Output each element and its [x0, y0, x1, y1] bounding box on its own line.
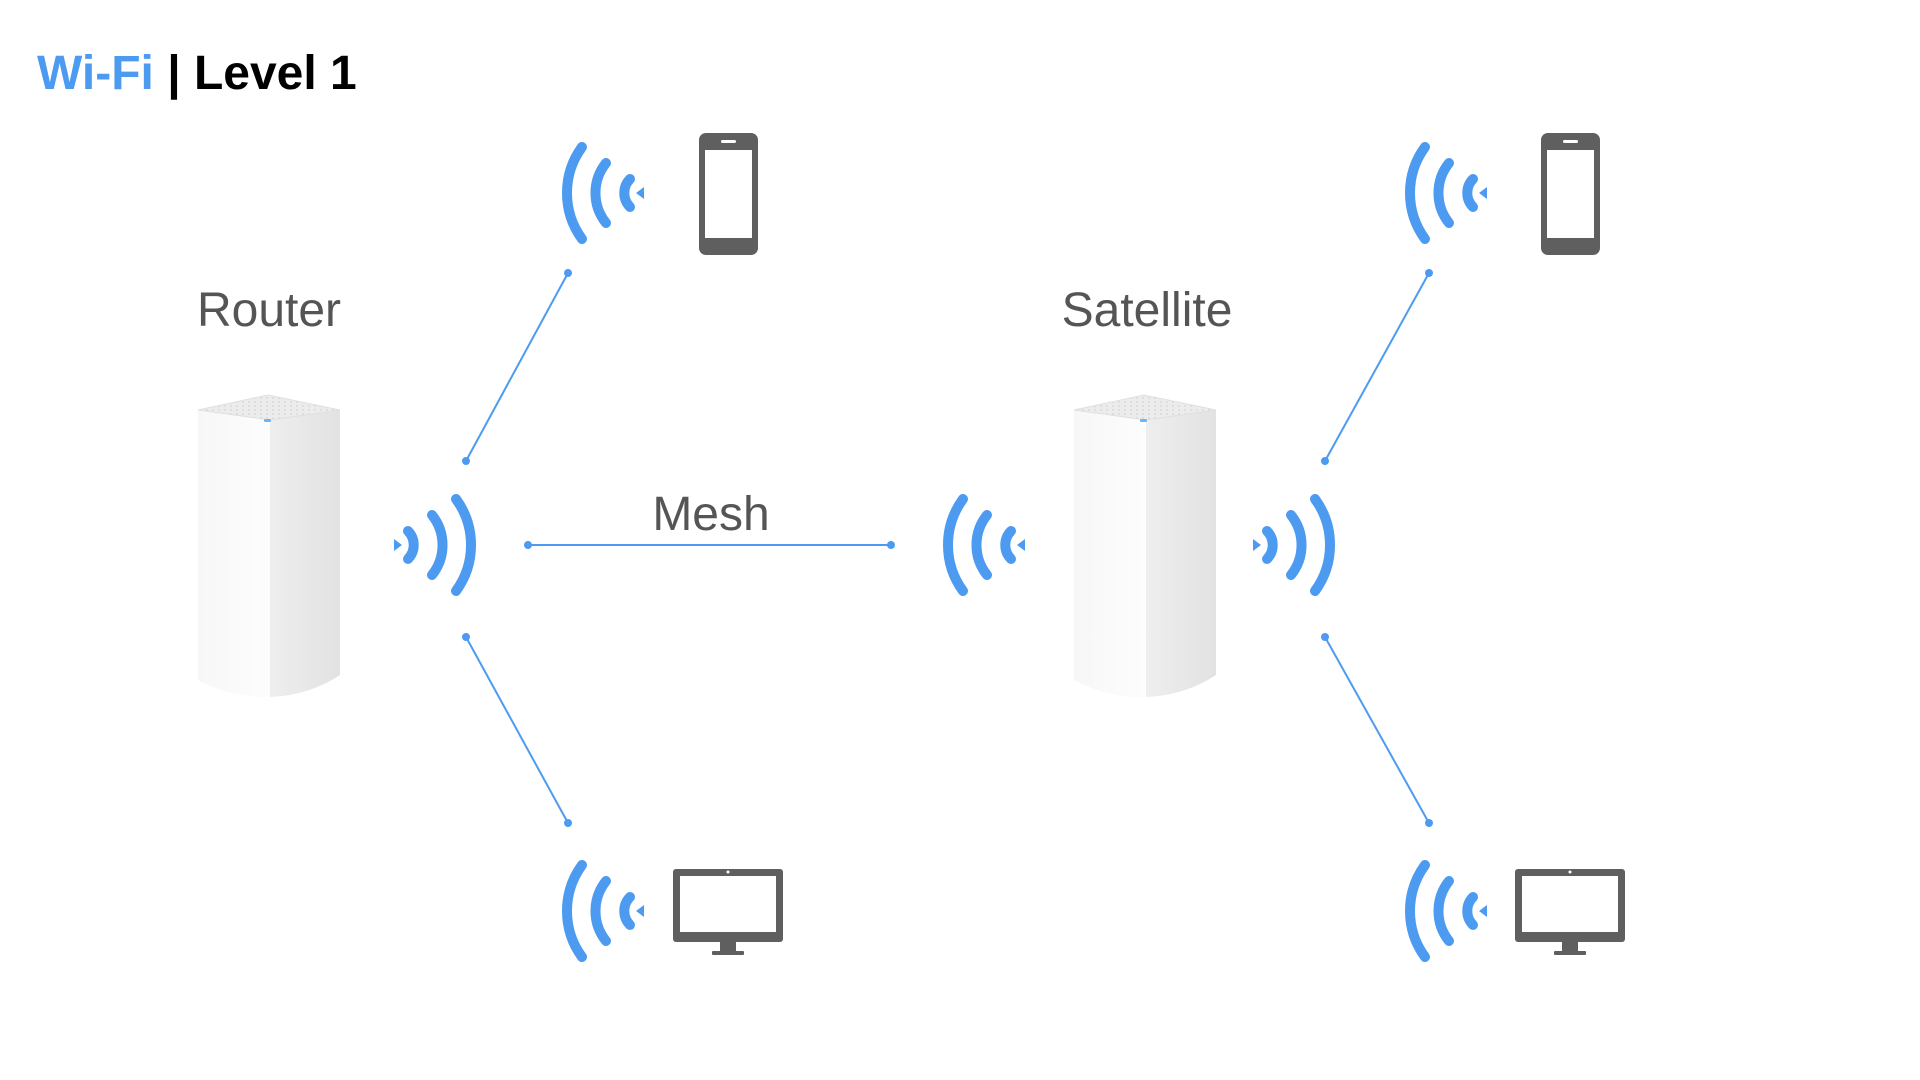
wifi-signal-icon: [1404, 142, 1487, 244]
router-phone-link-end-b: [564, 269, 572, 277]
wifi-signal-icon: [1253, 494, 1336, 596]
satellite-unit-icon: [1073, 394, 1217, 697]
desktop-monitor-icon: [673, 869, 783, 955]
router-phone-link: [465, 272, 569, 462]
wifi-signal-icon: [942, 494, 1025, 596]
satellite-monitor-link-end-a: [1321, 633, 1329, 641]
router-label: Router: [196, 284, 342, 337]
wifi-signal-icon: [394, 494, 477, 596]
satellite-phone-link: [1324, 272, 1430, 462]
router-monitor-link: [465, 636, 569, 824]
wifi-signal-icon: [561, 142, 644, 244]
wifi-signal-icon: [1404, 860, 1487, 962]
satellite-label: Satellite: [1061, 284, 1233, 337]
wifi-signal-icon: [561, 860, 644, 962]
mesh-link-end-b: [887, 541, 895, 549]
router-unit-icon: [197, 394, 341, 697]
mesh-label: Mesh: [652, 488, 770, 541]
desktop-monitor-icon: [1515, 869, 1625, 955]
satellite-monitor-link: [1324, 636, 1430, 824]
smartphone-icon: [699, 133, 758, 255]
satellite-phone-link-end-b: [1425, 269, 1433, 277]
smartphone-icon: [1541, 133, 1600, 255]
satellite-phone-link-end-a: [1321, 457, 1329, 465]
router-monitor-link-end-b: [564, 819, 572, 827]
satellite-monitor-link-end-b: [1425, 819, 1433, 827]
router-phone-link-end-a: [462, 457, 470, 465]
router-monitor-link-end-a: [462, 633, 470, 641]
page-title: Wi-Fi | Level 1: [37, 44, 357, 104]
title-rest: | Level 1: [153, 47, 357, 100]
title-accent: Wi-Fi: [37, 47, 154, 100]
connection-lines: [462, 269, 1433, 827]
mesh-link-end-a: [524, 541, 532, 549]
